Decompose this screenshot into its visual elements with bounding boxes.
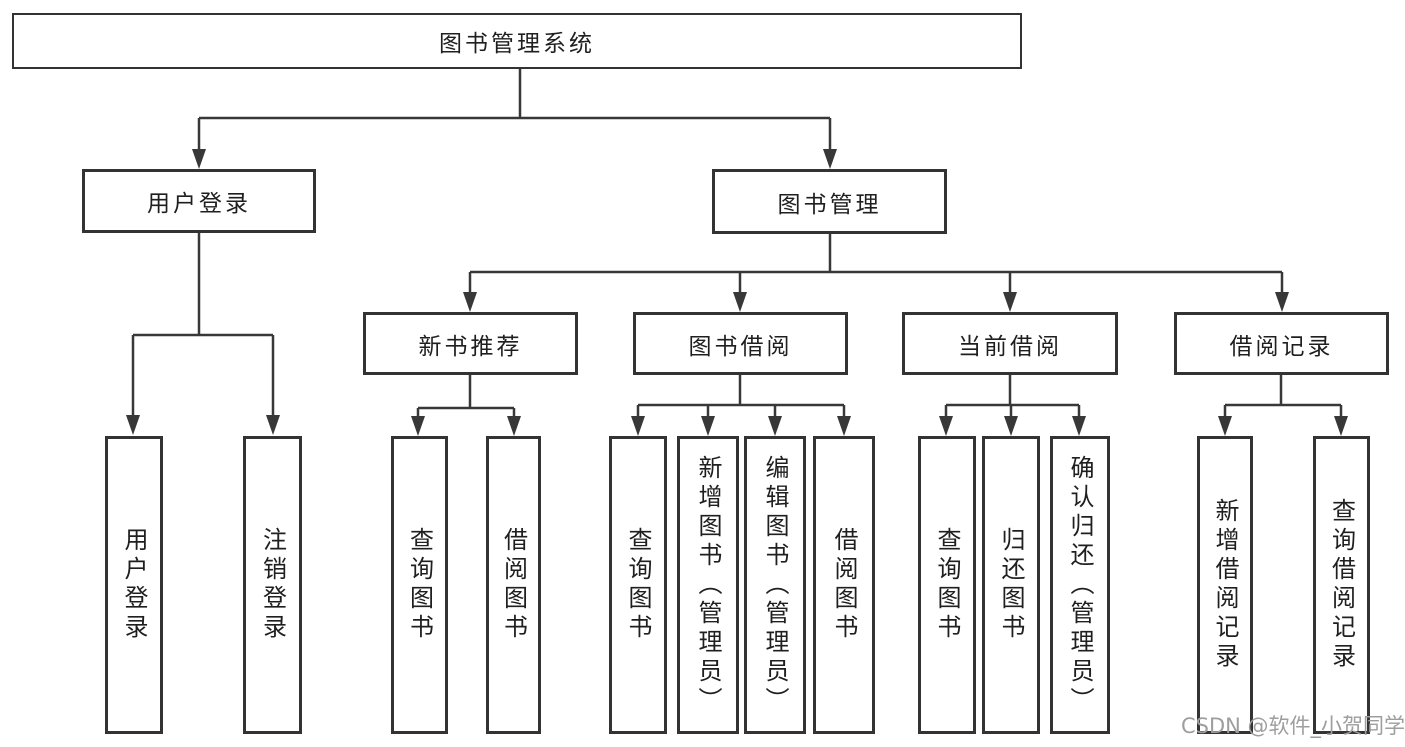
leaf-label: 查询图书 — [933, 527, 961, 643]
leaf-borrow-books: 借阅图书 — [813, 436, 875, 734]
node-current-borrowing: 当前借阅 — [902, 312, 1118, 375]
arrowheads — [126, 149, 1348, 436]
leaf-label: 新增借阅记录 — [1211, 498, 1239, 672]
leaf-label: 编辑图书（管理员） — [761, 454, 789, 716]
leaf-label: 借阅图书 — [830, 527, 858, 643]
node-user-login: 用户登录 — [82, 169, 316, 233]
leaf-label: 查询图书 — [624, 527, 652, 643]
connector-recommend-to-leaves — [416, 375, 516, 419]
leaf-confirm-return-admin: 确认归还（管理员） — [1050, 436, 1110, 734]
node-book-management: 图书管理 — [712, 169, 947, 234]
leaf-label: 确认归还（管理员） — [1066, 454, 1094, 716]
node-borrowing-records: 借阅记录 — [1174, 312, 1389, 375]
leaf-return-books: 归还图书 — [982, 436, 1040, 734]
leaf-user-login: 用户登录 — [105, 436, 163, 734]
connector-root-to-level2 — [197, 68, 832, 152]
leaf-label: 归还图书 — [997, 527, 1025, 643]
connector-manage-to-level3 — [468, 234, 1284, 295]
leaf-label: 用户登录 — [120, 527, 148, 643]
connector-current-to-leaves — [944, 375, 1081, 419]
leaf-query-books-borrowing: 查询图书 — [609, 436, 667, 734]
leaf-logout: 注销登录 — [243, 436, 302, 734]
leaf-label: 新增图书（管理员） — [694, 454, 722, 716]
leaf-add-books-admin: 新增图书（管理员） — [677, 436, 739, 734]
node-book-borrowing: 图书借阅 — [633, 312, 848, 375]
leaf-borrow-books-recommend: 借阅图书 — [486, 436, 541, 734]
node-new-book-recommend: 新书推荐 — [363, 312, 578, 375]
leaf-label: 注销登录 — [258, 527, 287, 643]
leaf-query-borrow-record: 查询借阅记录 — [1313, 436, 1370, 734]
csdn-watermark: CSDN @软件_小贺同学 — [1181, 714, 1405, 738]
leaf-edit-books-admin: 编辑图书（管理员） — [744, 436, 806, 734]
leaf-label: 借阅图书 — [499, 527, 528, 643]
connector-borrow-to-leaves — [636, 375, 846, 419]
connector-records-to-leaves — [1223, 375, 1343, 419]
leaf-label: 查询图书 — [405, 527, 434, 643]
leaf-query-books-current: 查询图书 — [918, 436, 976, 734]
connector-login-to-leaves — [131, 233, 275, 418]
leaf-query-books-recommend: 查询图书 — [391, 436, 448, 734]
node-root-system: 图书管理系统 — [12, 13, 1022, 69]
leaf-add-borrow-record: 新增借阅记录 — [1197, 436, 1253, 734]
leaf-label: 查询借阅记录 — [1327, 498, 1356, 672]
